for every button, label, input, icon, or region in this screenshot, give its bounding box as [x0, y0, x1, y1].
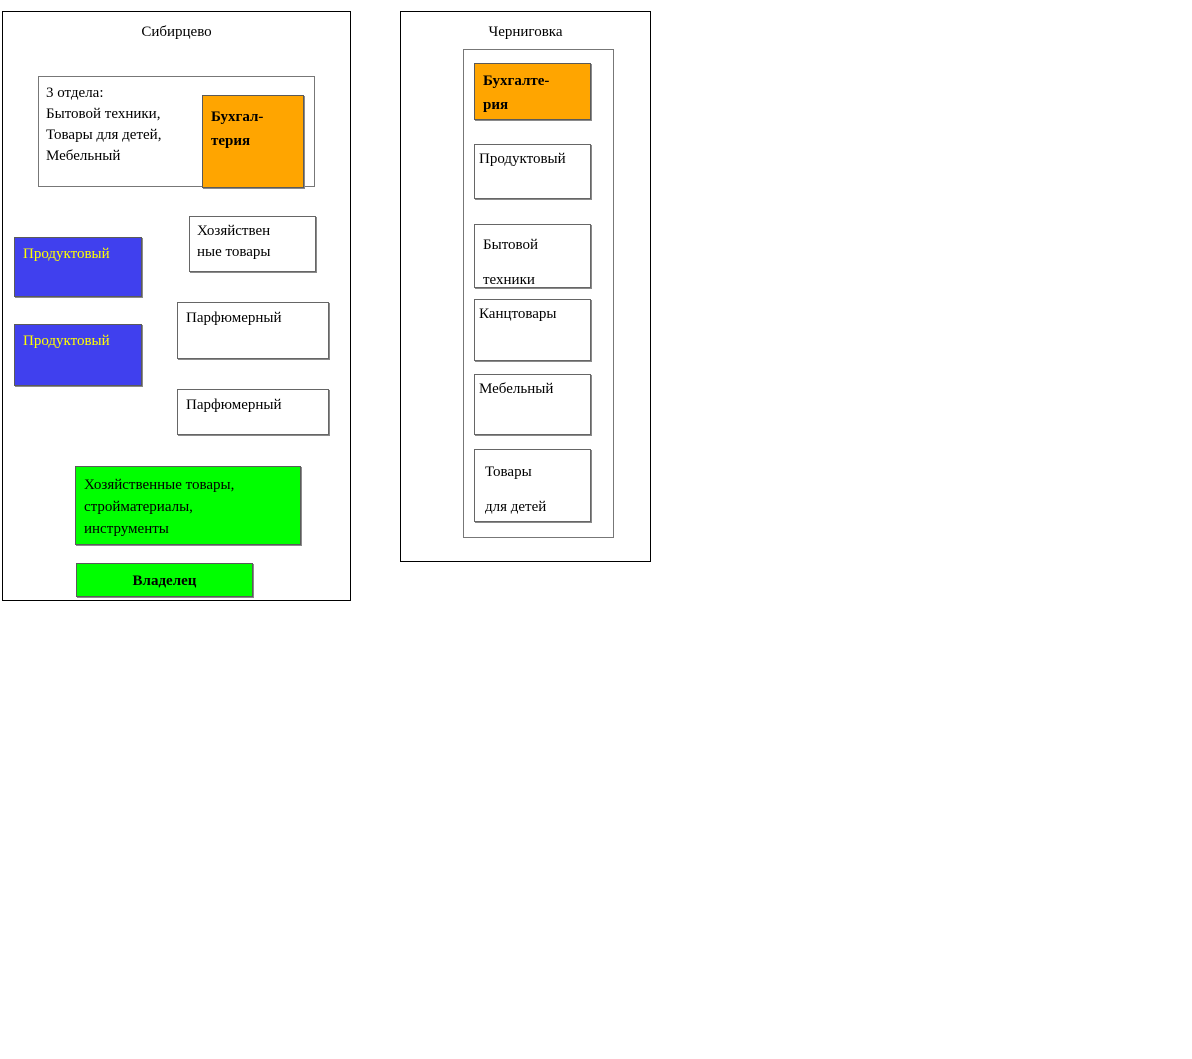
store-label-hoztovary-stroymaterialy: Хозяйственные товары, стройматериалы, ин…	[84, 477, 235, 537]
dept-label-mebelny: Мебельный	[479, 381, 554, 397]
store-box-parfyumerny-2[interactable]: Парфюмерный	[177, 389, 329, 435]
owner-box-vladelec[interactable]: Владелец	[76, 563, 253, 597]
store-label-hoztovary: Хозяйствен ные товары	[197, 223, 271, 260]
departments-group-frame	[38, 76, 315, 187]
dept-label-kanctovary: Канцтовары	[479, 306, 557, 322]
panel-chernigovka: Черниговка Бухгалте- рия Продуктовый Быт…	[400, 11, 651, 562]
dept-box-mebelny[interactable]: Мебельный	[474, 374, 591, 435]
store-label-produktovy-1: Продуктовый	[23, 246, 110, 262]
panel-title-sibirtsevo: Сибирцево	[141, 24, 212, 40]
store-box-hoztovary[interactable]: Хозяйствен ные товары	[189, 216, 316, 272]
store-box-produktovy-2[interactable]: Продуктовый	[14, 324, 142, 386]
store-label-produktovy-2: Продуктовый	[23, 333, 110, 349]
accounting-box-sibirtsevo[interactable]: Бухгал- терия	[202, 95, 304, 188]
departments-list-label: 3 отдела: Бытовой техники, Товары для де…	[46, 85, 162, 164]
dept-box-tovary-dlya-detey[interactable]: Товары для детей	[474, 449, 591, 522]
accounting-label-chernigovka: Бухгалте- рия	[483, 73, 550, 113]
store-box-parfyumerny-1[interactable]: Парфюмерный	[177, 302, 329, 359]
store-label-parfyumerny-1: Парфюмерный	[186, 310, 282, 326]
departments-list-box[interactable]: 3 отдела: Бытовой техники, Товары для де…	[38, 76, 315, 187]
owner-label-vladelec: Владелец	[132, 573, 197, 589]
dept-label-bytovoy-tehniki: Бытовой техники	[483, 237, 539, 288]
panel-sibirtsevo: Сибирцево 3 отдела: Бытовой техники, Тов…	[2, 11, 351, 601]
accounting-label: Бухгал- терия	[211, 109, 264, 149]
chernigovka-group-frame	[463, 49, 614, 538]
store-box-produktovy-1[interactable]: Продуктовый	[14, 237, 142, 297]
dept-box-produktovy[interactable]: Продуктовый	[474, 144, 591, 199]
store-box-hoztovary-stroymaterialy[interactable]: Хозяйственные товары, стройматериалы, ин…	[75, 466, 301, 545]
accounting-box-chernigovka[interactable]: Бухгалте- рия	[474, 63, 591, 120]
panel-title-chernigovka: Черниговка	[488, 24, 563, 40]
dept-label-produktovy: Продуктовый	[479, 151, 566, 167]
store-label-parfyumerny-2: Парфюмерный	[186, 397, 282, 413]
dept-box-kanctovary[interactable]: Канцтовары	[474, 299, 591, 361]
dept-label-tovary-dlya-detey: Товары для детей	[485, 464, 547, 515]
dept-box-bytovoy-tehniki[interactable]: Бытовой техники	[474, 224, 591, 288]
